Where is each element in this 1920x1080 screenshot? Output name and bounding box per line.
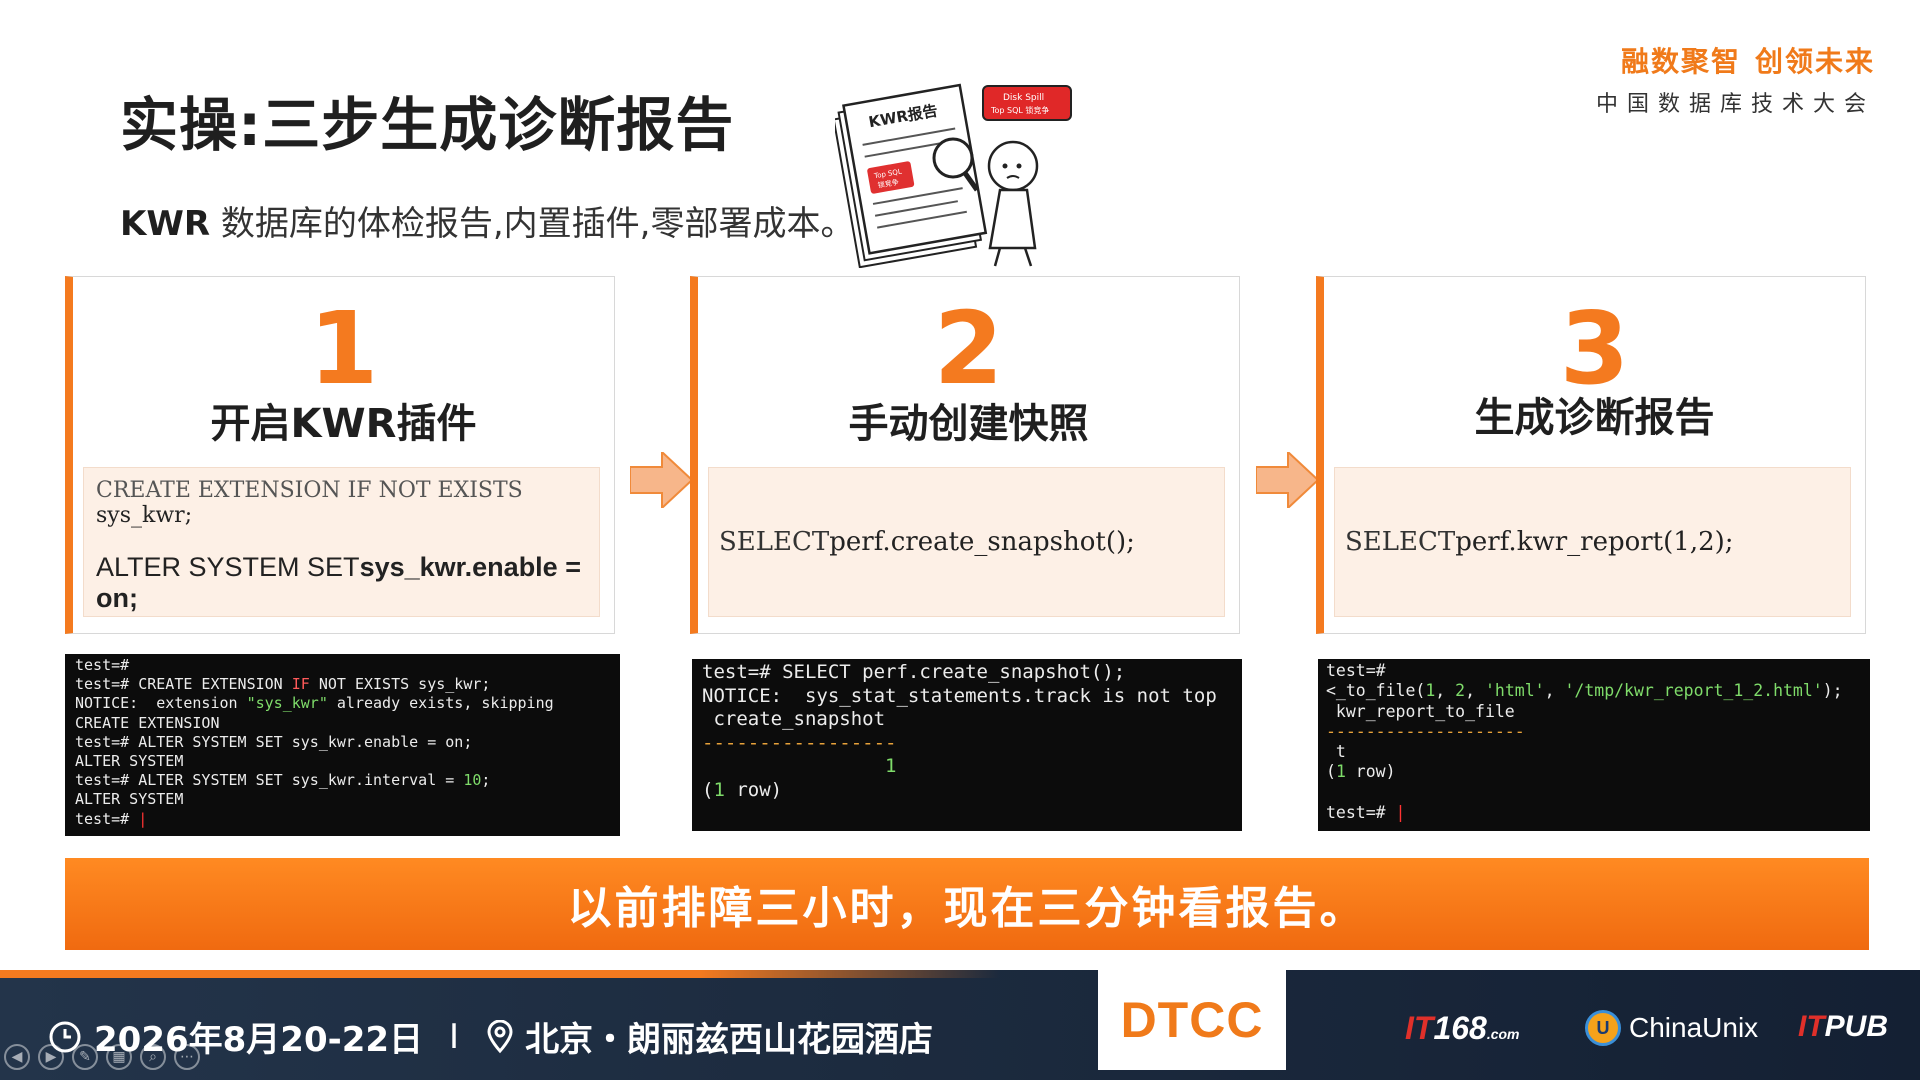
zoom-icon[interactable]: ⌕	[140, 1044, 166, 1070]
slogan-part-1: 融数聚智	[1620, 45, 1741, 78]
code-body: perf.create_snapshot();	[829, 527, 1135, 557]
terminal-line: test=# ALTER SYSTEM SET sys_kwr.interval…	[75, 771, 491, 790]
page-subtitle: KWR 数据库的体检报告,内置插件,零部署成本。	[120, 196, 854, 245]
step-number-2: 2	[933, 290, 1004, 407]
chinaunix-icon: U	[1585, 1010, 1621, 1046]
terminal-output-2: test=# SELECT perf.create_snapshot(); NO…	[692, 659, 1242, 831]
code-line: on;	[96, 583, 138, 613]
chinaunix-text: ChinaUnix	[1629, 1012, 1759, 1043]
footer-bar: 2026年8月20-22日 I 北京・朗丽兹西山花园酒店 DTCC IT168.…	[0, 970, 1920, 1080]
code-line: SELECTperf.kwr_report(1,2);	[1345, 527, 1734, 557]
terminal-line: test=# SELECT perf.create_snapshot();	[702, 661, 1126, 683]
slogan-part-2: 创领未来	[1754, 45, 1875, 78]
dtcc-logo: DTCC	[1098, 970, 1286, 1070]
slide-viewer-controls: ◀ ▶ ✎ ▦ ⌕ ⋯	[4, 1044, 200, 1070]
step-title-3: 生成诊断报告	[1474, 395, 1715, 441]
terminal-line: test=#	[75, 656, 130, 674]
page-title: 实操:三步生成诊断报告	[120, 91, 735, 159]
step-number-1: 1	[308, 290, 379, 407]
step-number-3: 3	[1559, 290, 1630, 407]
code-body: perf.kwr_report(1,2);	[1455, 527, 1734, 557]
illus-bubble-line1: Disk Spill	[1003, 93, 1044, 103]
illus-tag-line2: 锁竞争	[877, 177, 899, 190]
banner-text: 以前排障三小时，现在三分钟看报告。	[567, 883, 1367, 934]
magnifier-icon	[932, 137, 974, 179]
code-prefix: SELECT	[719, 527, 830, 557]
pen-icon[interactable]: ✎	[72, 1044, 98, 1070]
next-slide-icon[interactable]: ▶	[38, 1044, 64, 1070]
itpub-logo: ITPUB	[1798, 1010, 1889, 1043]
step-code-2: SELECTperf.create_snapshot();	[708, 467, 1225, 617]
subtitle-text: 数据库的体检报告,内置插件,零部署成本。	[210, 204, 855, 244]
terminal-line: ALTER SYSTEM	[75, 790, 184, 809]
code-prefix: ALTER SYSTEM SET	[96, 552, 360, 582]
terminal-line: NOTICE: sys_stat_statements.track is not…	[702, 684, 1217, 707]
step-card-3: 3 生成诊断报告 SELECTperf.kwr_report(1,2);	[1316, 276, 1866, 634]
terminal-prompt: test=# |	[1326, 803, 1406, 823]
terminal-output-3: test=# <_to_file(1, 2, 'html', '/tmp/kwr…	[1318, 659, 1870, 831]
terminal-line: test=# ALTER SYSTEM SET sys_kwr.enable =…	[75, 732, 473, 751]
terminal-line: 1	[702, 755, 897, 777]
event-location: 北京・朗丽兹西山花园酒店	[525, 1020, 934, 1060]
terminal-line: t	[1326, 742, 1346, 762]
code-line: sys_kwr;	[96, 503, 193, 528]
step-card-2: 2 手动创建快照 SELECTperf.create_snapshot();	[690, 276, 1240, 634]
terminal-line: create_snapshot	[702, 708, 886, 730]
terminal-line: ALTER SYSTEM	[75, 752, 184, 771]
prev-slide-icon[interactable]: ◀	[4, 1044, 30, 1070]
slides-grid-icon[interactable]: ▦	[106, 1044, 132, 1070]
brand-slogan: 融数聚智创领未来	[1596, 40, 1875, 80]
code-bold: sys_kwr.enable =	[359, 552, 581, 582]
clock-icon	[49, 1021, 81, 1052]
terminal-line: test=#	[1326, 661, 1386, 680]
cursor-icon: |	[138, 809, 148, 828]
terminal-line: --------------------	[1326, 721, 1525, 741]
step-code-1: CREATE EXTENSION IF NOT EXISTS sys_kwr; …	[83, 467, 600, 617]
terminal-line	[1326, 783, 1862, 803]
dtcc-logo-text: DTCC	[1120, 992, 1264, 1048]
step-title-2: 手动创建快照	[848, 401, 1089, 447]
arrow-right-icon	[630, 452, 692, 508]
code-prefix: SELECT	[1345, 527, 1456, 557]
terminal-line: -----------------	[702, 731, 897, 754]
illus-bubble-line2: Top SQL 锁竞争	[990, 105, 1049, 115]
terminal-line: (1 row)	[702, 778, 783, 801]
event-info: 2026年8月20-22日 I 北京・朗丽兹西山花园酒店	[48, 1012, 933, 1061]
it168-logo: IT168.com	[1405, 1010, 1520, 1046]
terminal-line: test=# CREATE EXTENSION IF NOT EXISTS sy…	[75, 675, 491, 694]
step-card-1: 1 开启KWR插件 CREATE EXTENSION IF NOT EXISTS…	[65, 276, 615, 634]
footer-accent-stripe	[0, 970, 1000, 978]
conference-brand: 融数聚智创领未来 中国数据库技术大会	[1596, 40, 1875, 118]
summary-banner: 以前排障三小时，现在三分钟看报告。	[65, 858, 1869, 950]
step-title-1: 开启KWR插件	[210, 401, 477, 447]
location-pin-icon	[487, 1019, 513, 1053]
code-line: SELECTperf.create_snapshot();	[719, 527, 1135, 557]
code-line: CREATE EXTENSION IF NOT EXISTS	[96, 478, 523, 503]
arrow-right-icon	[1256, 452, 1318, 508]
terminal-line: NOTICE: extension "sys_kwr" already exis…	[75, 694, 554, 713]
brand-conference-name: 中国数据库技术大会	[1595, 92, 1875, 117]
chinaunix-logo: U ChinaUnix	[1585, 1010, 1758, 1046]
terminal-line: CREATE EXTENSION	[75, 713, 220, 732]
cursor-icon: |	[1395, 803, 1406, 823]
person-icon	[987, 140, 1039, 192]
subtitle-kwr: KWR	[120, 204, 211, 244]
code-line: ALTER SYSTEM SETsys_kwr.enable =	[96, 552, 587, 583]
step-code-3: SELECTperf.kwr_report(1,2);	[1334, 467, 1851, 617]
terminal-line: <_to_file(1, 2, 'html', '/tmp/kwr_report…	[1326, 681, 1843, 701]
terminal-output-1: test=# test=# CREATE EXTENSION IF NOT EX…	[65, 654, 620, 836]
event-separator: I	[449, 1016, 460, 1057]
terminal-line: kwr_report_to_file	[1326, 701, 1515, 721]
more-icon[interactable]: ⋯	[174, 1044, 200, 1070]
kwr-report-illustration: KWR报告 Top SQL 锁竞争 Disk Spill Top SQL 锁竞争	[835, 83, 1072, 268]
terminal-line: (1 row)	[1326, 762, 1396, 782]
terminal-prompt: test=# |	[75, 809, 148, 828]
